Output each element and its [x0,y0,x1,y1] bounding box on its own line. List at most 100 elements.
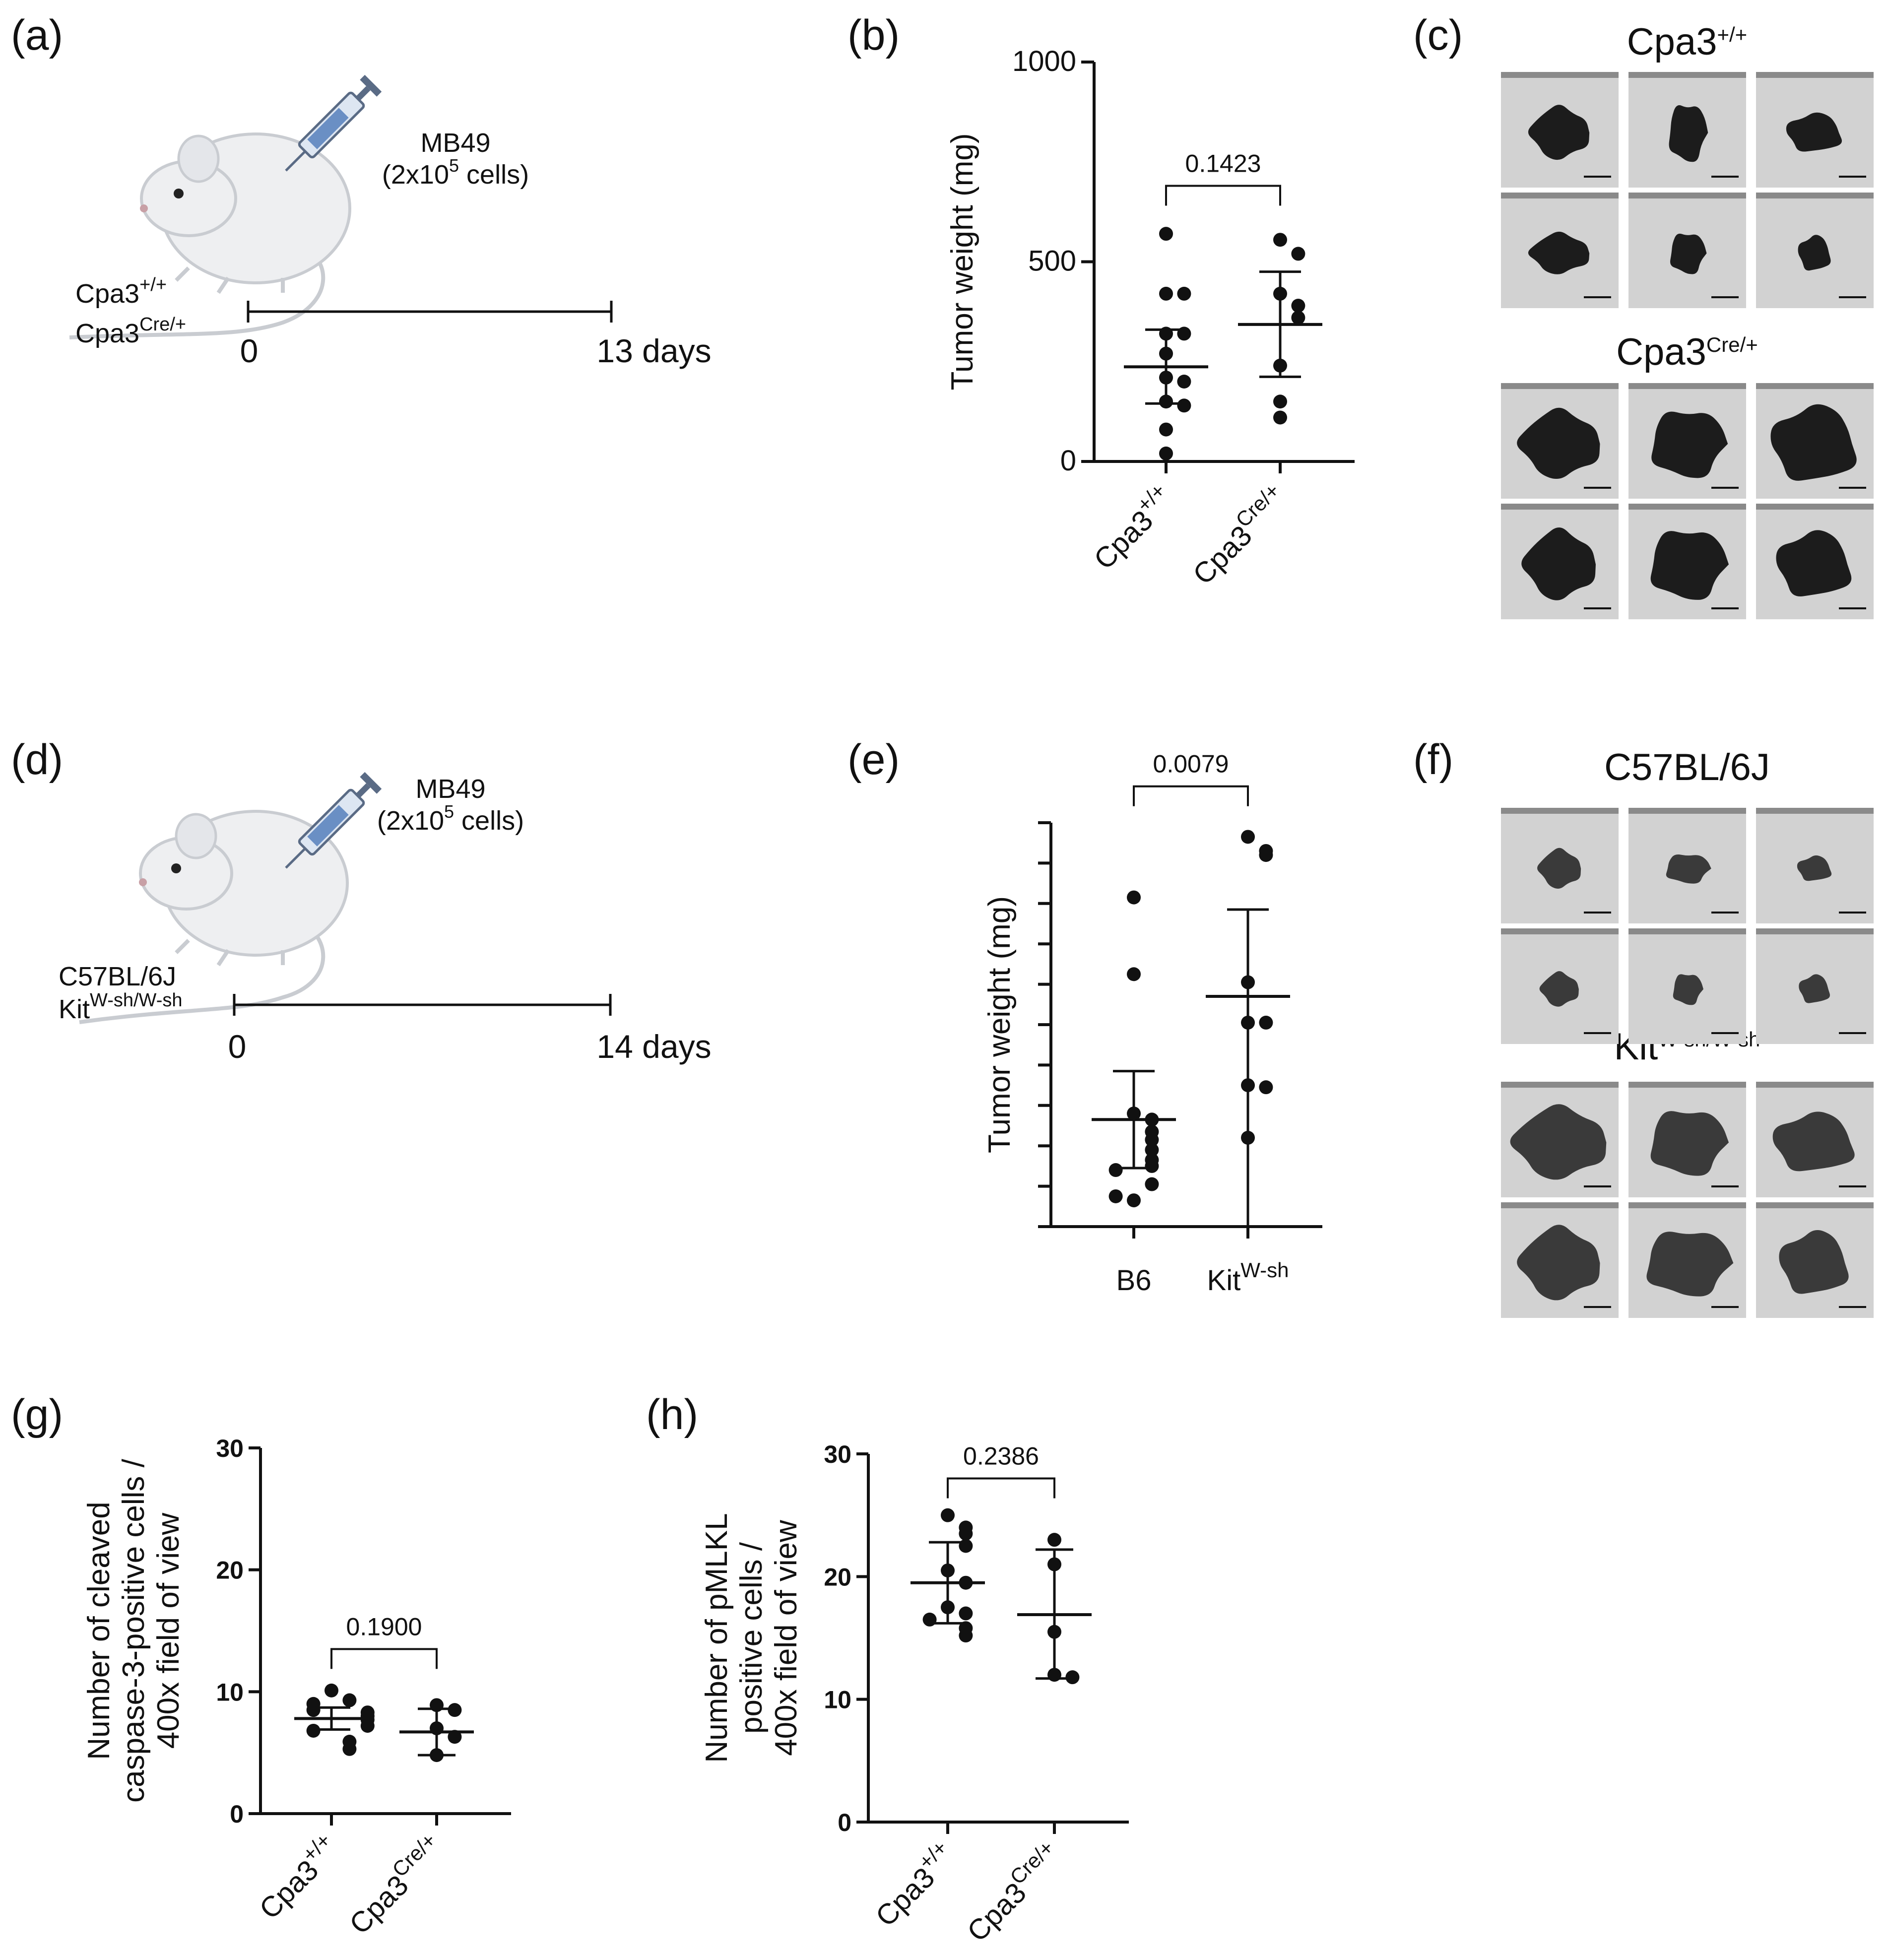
data-point-h [1047,1557,1061,1571]
panel-g-letter: (g) [11,1391,63,1438]
mouse-eye [171,863,181,873]
group-title-f: C57BL/6J [1604,746,1770,788]
data-point-h [1047,1533,1061,1547]
panel-b-letter: (b) [847,11,900,59]
data-point-b [1159,370,1173,385]
comparison-bracket-b [1165,185,1281,206]
tumor-c [1651,411,1728,478]
data-point-h [922,1612,937,1627]
y-tick-label-h: 10 [824,1686,851,1714]
tumor-f [1797,855,1832,881]
mouse-ear [175,813,217,859]
ruler-strip-c [1756,504,1874,510]
data-point-b [1273,358,1287,373]
panel-h-letter: (h) [646,1391,698,1438]
data-point-g [306,1703,321,1717]
data-point-g [360,1719,375,1733]
injection-label-a: MB49 [420,128,490,158]
data-point-h [941,1563,955,1577]
y-tick-label-g: 20 [216,1557,244,1584]
data-point-b [1159,286,1173,301]
y-axis-label-b: Tumor weight (mg) [945,133,979,391]
tumor-f [1779,1230,1849,1294]
y-axis-label-h: Number of pMLKLpositive cells /400x fiel… [700,1513,803,1763]
data-point-e [1241,830,1255,844]
y-tick-label-h: 0 [838,1809,851,1836]
ruler-strip-f [1501,928,1619,934]
y-tick-label-b: 1000 [1012,45,1076,77]
tumor-c [1528,231,1590,274]
tumor-f [1510,1104,1607,1180]
mouse-feet [175,939,285,967]
timeline-a [247,301,613,323]
strain-label-d-2: KitW-sh/W-sh [59,990,183,1024]
syringe-icon [285,74,382,172]
data-point-b [1159,227,1173,241]
mouse-nose [139,878,147,886]
data-point-e [1127,1193,1141,1208]
mouse-tail [79,916,326,1024]
y-tick-label-b: 0 [1060,445,1076,477]
data-point-h [1047,1668,1061,1682]
timeline-d [233,994,612,1016]
data-point-e [1259,848,1273,862]
data-point-e [1241,1015,1255,1030]
p-value-label-b: 0.1423 [1185,150,1261,178]
y-axis-label-g: Number of cleavedcaspase-3-positive cell… [82,1458,186,1802]
ruler-strip-f [1501,1082,1619,1088]
tumor-f [1666,854,1711,884]
data-point-e [1127,890,1141,905]
panel-f-letter: (f) [1413,736,1453,784]
data-point-g [448,1730,462,1744]
ruler-strip-f [1628,1202,1746,1208]
data-point-g [325,1683,338,1698]
tumor-f [1537,848,1581,889]
data-point-e [1241,1078,1255,1093]
data-point-e [1259,1015,1273,1030]
injection-cells-d: (2x105 cells) [377,801,524,836]
ruler-strip-f [1756,808,1874,814]
panel-c-letter: (c) [1413,11,1463,59]
data-point-h [959,1526,973,1541]
mouse-eye [174,189,184,198]
data-point-g [448,1703,462,1717]
mouse-feet [175,266,285,294]
tumor-c [1517,407,1600,479]
data-point-e [1127,967,1141,981]
data-point-e [1145,1112,1159,1127]
data-point-b [1159,422,1173,437]
ruler-strip-c [1501,193,1619,198]
ruler-strip-c [1628,504,1746,510]
strain-label-a-2: Cpa3Cre/+ [75,314,186,348]
y-tick-label-g: 0 [230,1800,244,1828]
ruler-strip-c [1628,383,1746,389]
p-value-label-g: 0.1900 [346,1613,422,1640]
data-point-b [1159,394,1173,409]
injection-cells-a: (2x105 cells) [382,155,529,190]
ruler-strip-c [1501,72,1619,78]
tumor-c [1670,233,1707,274]
ruler-strip-c [1501,383,1619,389]
tumor-f [1772,1111,1855,1172]
data-point-h [959,1629,973,1643]
panel-d-letter: (d) [11,736,63,784]
timeline-a-end: 13 days [596,332,711,369]
data-point-e [1145,1159,1159,1173]
tumor-f [1517,1225,1600,1301]
data-point-b [1159,446,1173,460]
data-point-e [1259,1080,1273,1095]
ruler-strip-c [1628,193,1746,198]
data-point-g [430,1721,444,1736]
comparison-bracket-h [947,1477,1055,1499]
ruler-strip-c [1628,72,1746,78]
tumor-c [1521,527,1596,600]
mouse-ear [177,134,220,183]
tumor-f [1539,971,1579,1007]
data-point-e [1241,975,1255,989]
ruler-strip-c [1756,383,1874,389]
tumor-c [1650,531,1729,600]
data-point-g [342,1742,357,1756]
